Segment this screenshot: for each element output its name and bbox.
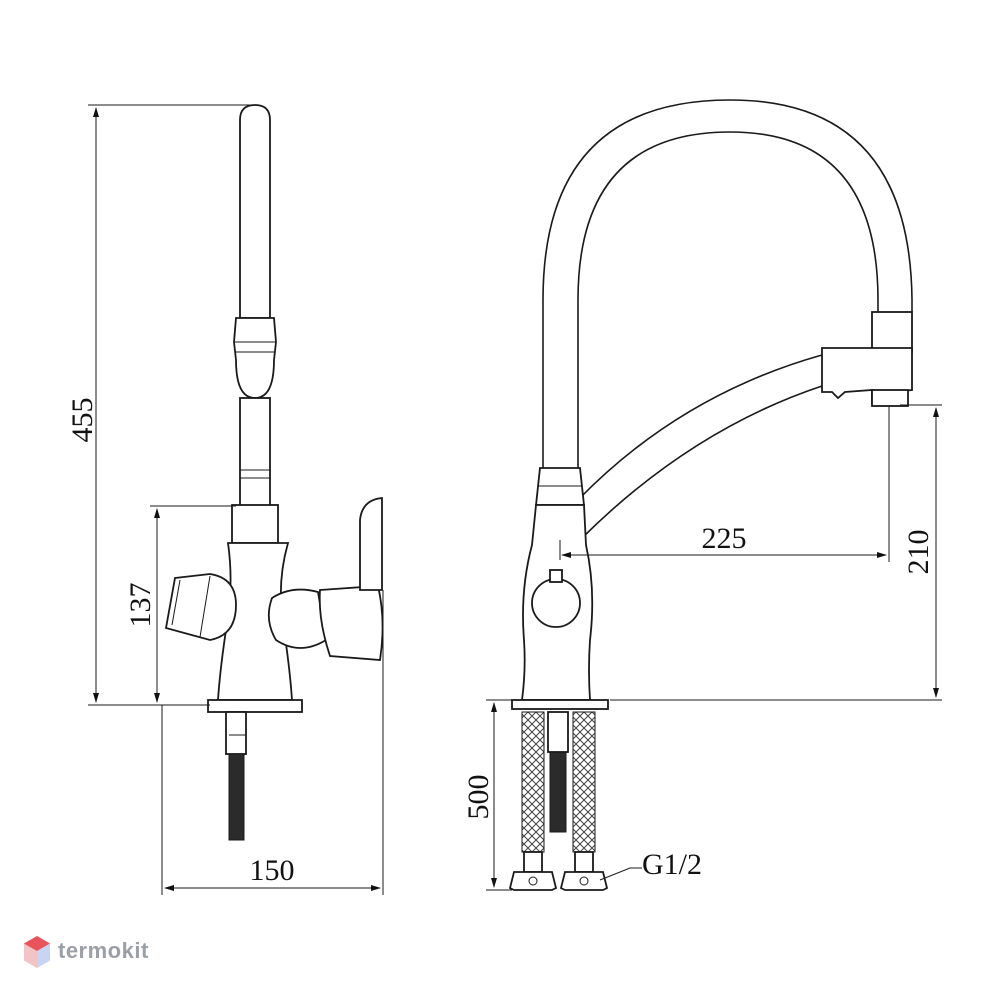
side-gooseneck-inner xyxy=(577,131,879,470)
dim-height-total: 455 xyxy=(66,398,99,443)
front-handle-blade xyxy=(359,497,383,591)
dim-outlet-height: 210 xyxy=(902,530,935,575)
side-filter-arm-top xyxy=(577,354,823,501)
dim-base-width: 150 xyxy=(250,854,295,887)
thread-label: G1/2 xyxy=(642,848,702,881)
front-collar xyxy=(231,504,279,544)
side-knob-tab xyxy=(549,569,563,583)
side-view xyxy=(508,99,913,891)
side-nut-right xyxy=(559,871,609,891)
termokit-logo-icon xyxy=(24,936,50,968)
side-hose-right xyxy=(572,711,596,853)
dim-handle-height: 137 xyxy=(124,583,157,628)
front-view xyxy=(164,104,384,841)
side-ferrule-left xyxy=(523,851,543,873)
front-right-handle xyxy=(318,585,384,661)
side-ferrule-right xyxy=(574,851,594,873)
front-left-lever xyxy=(164,573,237,641)
watermark-brand: termokit xyxy=(58,938,149,963)
front-right-hub xyxy=(267,588,327,649)
side-nut-left xyxy=(508,871,558,891)
side-outlet xyxy=(871,389,909,407)
front-spout-tube xyxy=(239,104,271,319)
front-stud-rod xyxy=(228,753,245,841)
side-spout-head xyxy=(871,311,913,353)
front-base-plate xyxy=(207,699,303,713)
side-stud-nut xyxy=(547,711,569,753)
side-knob xyxy=(531,578,581,628)
front-dimensions: 455 137 150 xyxy=(66,104,384,895)
side-base-plate xyxy=(511,699,609,710)
side-stud-rod xyxy=(549,751,567,833)
dim-hose-length: 500 xyxy=(462,775,495,820)
front-stud-nut xyxy=(225,711,247,755)
side-filter-arm-bottom xyxy=(579,385,823,541)
side-hose-left xyxy=(521,711,545,853)
dim-spout-reach: 225 xyxy=(702,522,747,555)
side-dimensions: 225 210 500 G1/2 xyxy=(462,404,942,891)
front-lower-tube xyxy=(239,397,271,509)
side-gooseneck-outer xyxy=(542,99,913,470)
front-spout-joint xyxy=(233,317,277,399)
